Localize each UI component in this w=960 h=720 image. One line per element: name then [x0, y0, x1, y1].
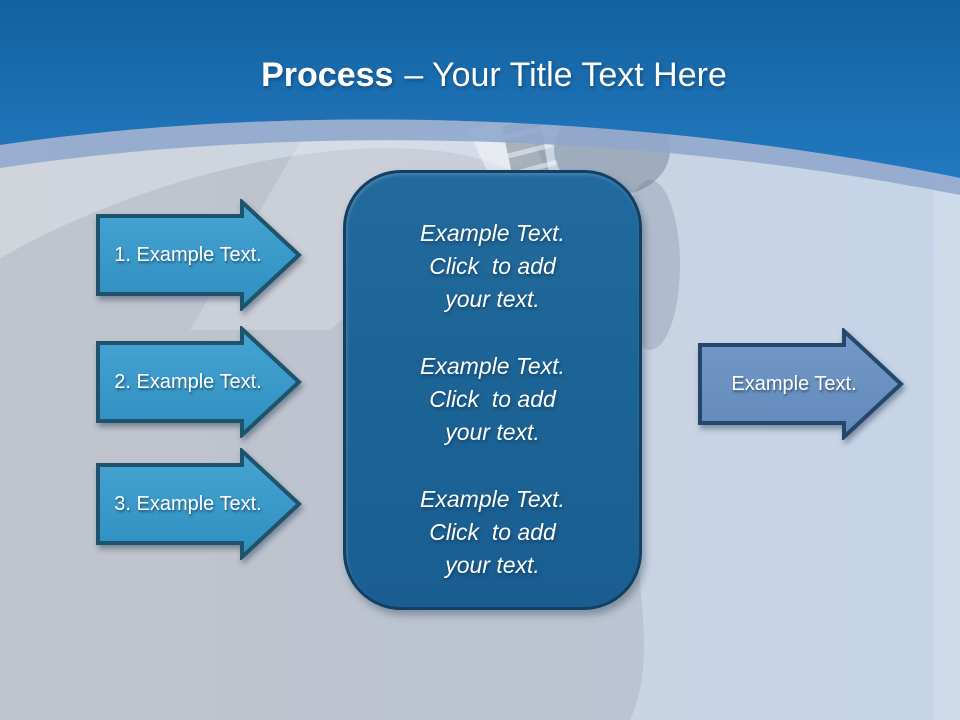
text-line: Example Text. [420, 486, 565, 512]
process-step-arrow-3: 3. Example Text. [96, 448, 302, 560]
text-line: Click to add [429, 519, 556, 545]
arrow-label-3: 3. Example Text. [114, 493, 262, 515]
text-paragraph-2: Example Text. Click to add your text. [346, 350, 639, 449]
output-arrow-label: Example Text. [731, 373, 857, 395]
text-line: Click to add [429, 386, 556, 412]
arrow-right-icon [96, 326, 302, 438]
output-arrow: Example Text. [698, 328, 904, 440]
arrow-right-icon [96, 199, 302, 311]
title-text: – Your Title Text Here [404, 56, 727, 94]
text-paragraph-1: Example Text. Click to add your text. [346, 217, 639, 316]
header-arc-band [0, 119, 960, 195]
text-line: Example Text. [420, 353, 565, 379]
arrow-label-2: 2. Example Text. [114, 371, 262, 393]
header-background [0, 0, 960, 178]
arrow-label-1: 1. Example Text. [114, 244, 262, 266]
process-step-arrow-1: 1. Example Text. [96, 199, 302, 311]
process-step-arrow-2: 2. Example Text. [96, 326, 302, 438]
center-text-box: Example Text. Click to add your text. Ex… [343, 170, 642, 610]
slide-title: Process – Your Title Text Here [14, 52, 960, 98]
title-keyword: Process [261, 56, 394, 94]
text-line: your text. [445, 419, 540, 445]
text-line: Click to add [429, 253, 556, 279]
arrow-right-icon [96, 448, 302, 560]
text-line: Example Text. [420, 220, 565, 246]
text-line: your text. [445, 286, 540, 312]
text-line: your text. [445, 552, 540, 578]
arrow-right-icon [698, 328, 904, 440]
text-paragraph-3: Example Text. Click to add your text. [346, 483, 639, 582]
